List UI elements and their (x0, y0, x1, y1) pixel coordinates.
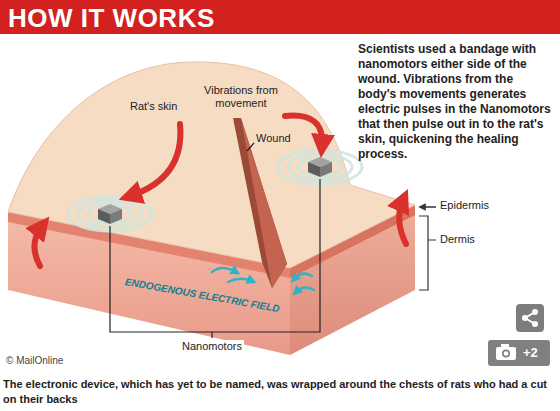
count-label: +2 (523, 345, 538, 361)
title-band (0, 0, 560, 34)
part-label: Rat's skin (130, 100, 177, 113)
vibration-arrow (34, 116, 406, 266)
leader-line (247, 143, 254, 151)
part-label: Vibrations from movement (201, 84, 281, 110)
leader-arrow (422, 206, 436, 208)
layer-label: Epidermis (440, 199, 489, 212)
leader-bracket (110, 179, 320, 338)
gallery-button (488, 340, 550, 366)
layer-label: Dermis (440, 233, 475, 246)
nanomotor (308, 157, 332, 177)
skin-surface (8, 62, 415, 268)
share-icon (516, 304, 544, 332)
credit-label: © MailOnline (4, 355, 65, 367)
title-text: HOW IT WORKS (8, 3, 215, 34)
part-label: Wound (256, 132, 291, 145)
description-text: Scientists used a bandage with nanomotor… (358, 42, 552, 162)
field-label: ENDOGENOUS ELECTRIC FIELD (124, 276, 280, 315)
vibration-rings (68, 150, 362, 231)
dermis-bracket (419, 216, 436, 290)
field-arrow (212, 268, 314, 292)
nanomotor (98, 204, 122, 224)
part-label: Nanomotors (180, 340, 244, 353)
caption-text: The electronic device, which has yet to … (3, 377, 557, 407)
